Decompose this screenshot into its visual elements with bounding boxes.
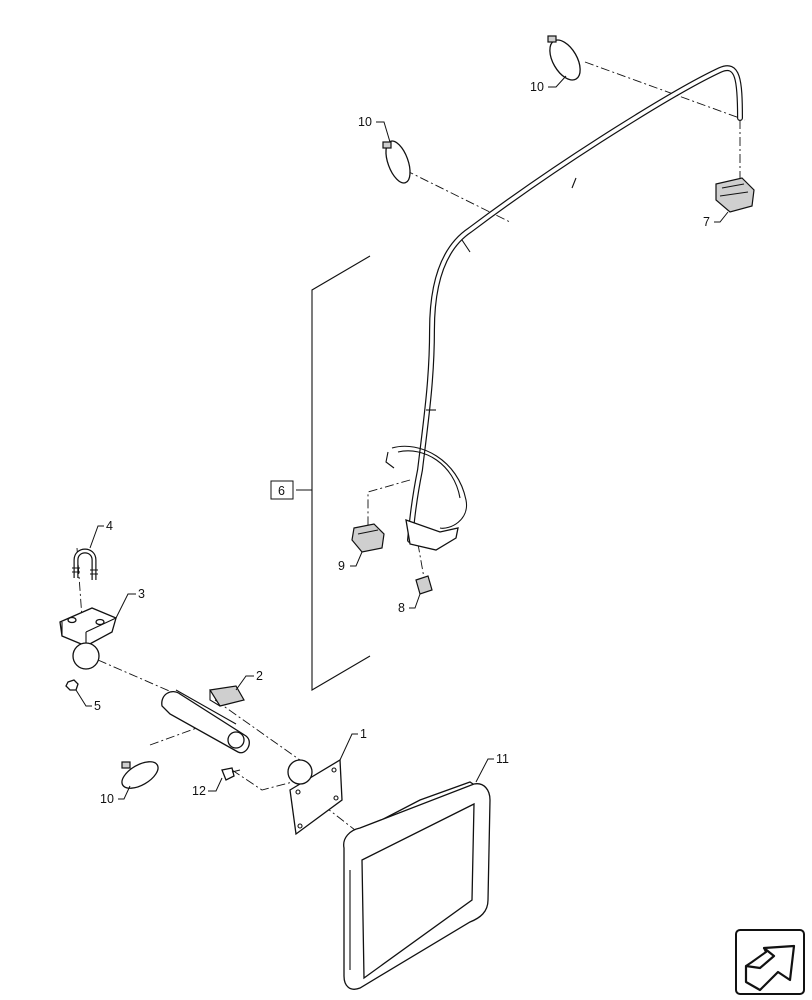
callout-4: 4 [89, 519, 113, 549]
callout-label-12: 12 [192, 784, 206, 798]
cable-tie-10-bottom [121, 761, 159, 789]
callout-label-11: 11 [496, 752, 509, 766]
mount-plate-1 [287, 758, 343, 836]
u-bolt-4 [72, 548, 98, 580]
callout-3: 3 [115, 587, 145, 619]
connector-9 [351, 523, 385, 553]
callout-5: 5 [75, 689, 101, 713]
callout-label-4: 4 [106, 519, 113, 533]
callout-label-8: 8 [398, 601, 405, 615]
callout-label-10-top: 10 [530, 80, 544, 94]
group-bracket [296, 255, 371, 691]
callout-11: 11 [475, 752, 509, 783]
callout-10-top: 10 [530, 75, 567, 94]
callout-9: 9 [338, 551, 363, 573]
callout-1: 1 [339, 727, 367, 761]
next-page-arrow-icon[interactable] [735, 929, 805, 995]
cable-tie-10-top [547, 35, 581, 81]
nut-5 [65, 679, 79, 691]
callout-label-9: 9 [338, 559, 345, 573]
callout-label-5: 5 [94, 699, 101, 713]
screw-12 [221, 767, 241, 781]
callout-label-10-bottom: 10 [100, 792, 114, 806]
callout-label-3: 3 [138, 587, 145, 601]
connector-8 [415, 575, 433, 595]
callout-12: 12 [192, 777, 223, 798]
base-mount-3 [59, 607, 117, 670]
callout-label-10-middle: 10 [358, 115, 372, 129]
cable-tie-10-middle [382, 140, 411, 184]
callout-label-6: 6 [278, 484, 285, 498]
callout-label-2: 2 [256, 669, 263, 683]
arm-clamp-2 [161, 685, 250, 754]
callout-2: 2 [235, 669, 263, 691]
callout-6: 6 [270, 480, 294, 500]
display-11 [343, 781, 491, 990]
callout-label-1: 1 [360, 727, 367, 741]
callout-label-7: 7 [703, 215, 710, 229]
callout-10-bottom: 10 [100, 785, 131, 806]
callout-8: 8 [398, 593, 421, 615]
callout-10-middle: 10 [358, 115, 391, 143]
callout-7: 7 [703, 211, 729, 229]
wire-harness [385, 65, 743, 551]
connector-7 [715, 177, 755, 213]
